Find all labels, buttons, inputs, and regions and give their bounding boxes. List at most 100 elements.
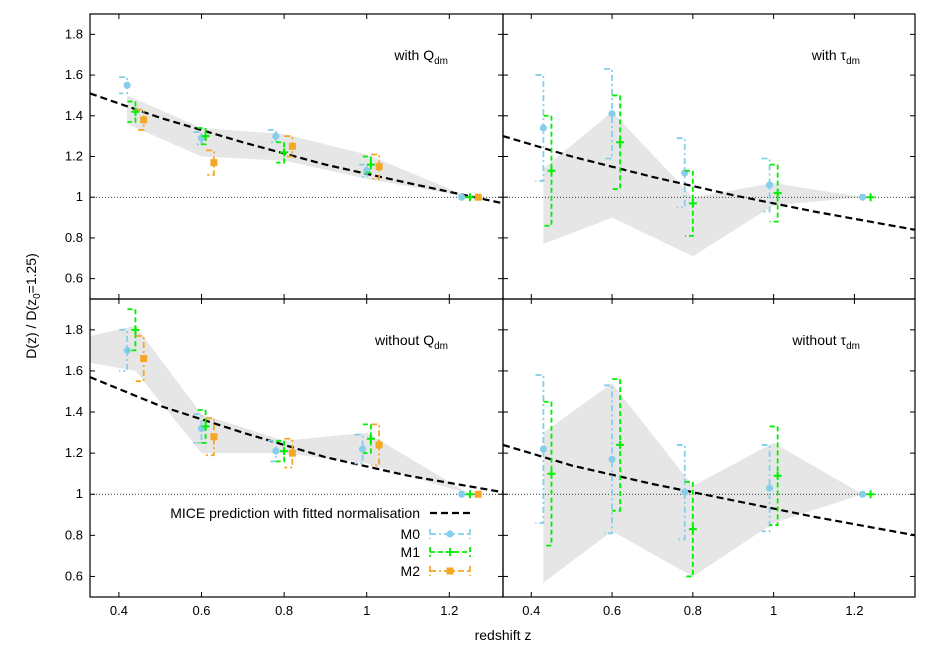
point-M0	[608, 110, 616, 118]
panel-title: without Qdm	[374, 332, 448, 352]
panel-title-subscript: dm	[846, 56, 860, 67]
point-M0	[123, 346, 131, 354]
legend: MICE prediction with fitted normalisatio…	[170, 505, 471, 579]
series-M1	[543, 378, 875, 578]
y-tick-label: 1	[76, 189, 83, 204]
point-M2	[474, 193, 482, 201]
point-M1	[616, 440, 625, 449]
panel-title-main: with τ	[811, 47, 847, 63]
point-M1	[616, 138, 625, 147]
point-M1	[366, 160, 375, 169]
point-M2	[474, 490, 482, 498]
point-M1	[131, 107, 140, 116]
y-axis-title: D(z) / D(z0=1.25)	[23, 253, 43, 359]
panel-title: without τdm	[791, 332, 860, 352]
series-M1	[127, 100, 474, 202]
series-M0	[119, 328, 466, 498]
x-tick-label: 0.8	[684, 603, 702, 618]
y-tick-label: 0.8	[65, 230, 83, 245]
panel-title-subscript: dm	[434, 56, 448, 67]
y-tick-label: 1.2	[65, 149, 83, 164]
error-bar-M0	[604, 384, 613, 535]
x-tick-label: 0.4	[522, 603, 540, 618]
y-tick-label: 1.2	[65, 445, 83, 460]
point-M1	[547, 166, 556, 175]
point-M0	[358, 445, 367, 453]
point-M1	[688, 525, 697, 534]
point-M0	[458, 193, 466, 201]
x-tick-label: 0.4	[110, 603, 128, 618]
series-M0	[535, 374, 867, 541]
x-tick-label: 1	[770, 603, 777, 618]
point-M1	[201, 132, 210, 141]
point-M2	[210, 433, 218, 441]
error-bar-M1	[612, 94, 622, 190]
legend-label-mice: MICE prediction with fitted normalisatio…	[170, 505, 420, 521]
point-M2	[140, 355, 148, 363]
panel-bottom-right: 0.4 0.6 0.8 1 1.2 without τdm	[502, 298, 916, 618]
error-bar-M0	[535, 374, 545, 524]
point-M1	[201, 422, 210, 431]
uncertainty-band	[90, 325, 470, 495]
error-bar-M0	[193, 413, 203, 444]
model-curve	[502, 443, 916, 537]
error-bar-M1	[543, 400, 553, 547]
legend-label-M1: M1	[401, 544, 421, 560]
x-tick-label: 0.6	[603, 603, 621, 618]
point-M0	[765, 484, 774, 492]
uncertainty-band	[543, 111, 863, 257]
y-axis-title-subscript: 0	[32, 293, 43, 299]
point-M1	[866, 490, 875, 499]
y-tick-label: 0.6	[65, 568, 83, 583]
panel-title-main: without τ	[791, 332, 846, 348]
point-M0	[539, 124, 547, 132]
point-M0	[858, 193, 867, 201]
y-tick-label: 1.4	[65, 404, 83, 419]
point-M2	[140, 116, 148, 124]
y-tick-label: 1.6	[65, 67, 83, 82]
y-tick-label: 0.6	[65, 271, 83, 286]
x-tick-label: 1.2	[845, 603, 863, 618]
point-M0	[858, 490, 867, 498]
point-M1	[131, 325, 140, 334]
point-M1	[465, 193, 474, 202]
panel-title-main: without Q	[374, 332, 434, 348]
legend-marker-M2	[446, 567, 454, 575]
error-bar-M0	[761, 157, 771, 213]
error-bar-M2	[205, 417, 215, 457]
series-M2	[135, 335, 482, 498]
point-M2	[210, 159, 218, 167]
error-bar-M0	[354, 433, 364, 465]
point-M1	[366, 434, 375, 443]
error-bar-M2	[284, 437, 294, 469]
series-M1	[127, 308, 474, 499]
point-M0	[539, 445, 547, 453]
uncertainty-band	[127, 95, 470, 198]
error-bar-M1	[362, 423, 372, 455]
point-M1	[773, 189, 782, 198]
legend-label-M2: M2	[401, 563, 421, 579]
point-M0	[681, 488, 689, 496]
series-M2	[135, 108, 482, 201]
point-M0	[608, 455, 616, 463]
model-curve	[502, 135, 916, 231]
point-M2	[288, 142, 296, 150]
point-M1	[280, 447, 289, 456]
point-M1	[465, 490, 474, 499]
panel-frame	[502, 298, 916, 598]
x-tick-label: 0.6	[192, 603, 210, 618]
point-M0	[272, 447, 280, 455]
series-M1	[543, 94, 875, 237]
point-M1	[773, 471, 782, 480]
legend-label-M0: M0	[401, 526, 421, 542]
point-M1	[688, 199, 697, 208]
y-tick-label: 1.6	[65, 363, 83, 378]
uncertainty-band	[543, 383, 863, 583]
panel-title: with τdm	[811, 47, 860, 67]
point-M0	[123, 81, 131, 89]
x-axis-title: redshift z	[475, 627, 532, 643]
error-bar-M2	[371, 153, 380, 180]
legend-marker-M1	[446, 548, 454, 556]
